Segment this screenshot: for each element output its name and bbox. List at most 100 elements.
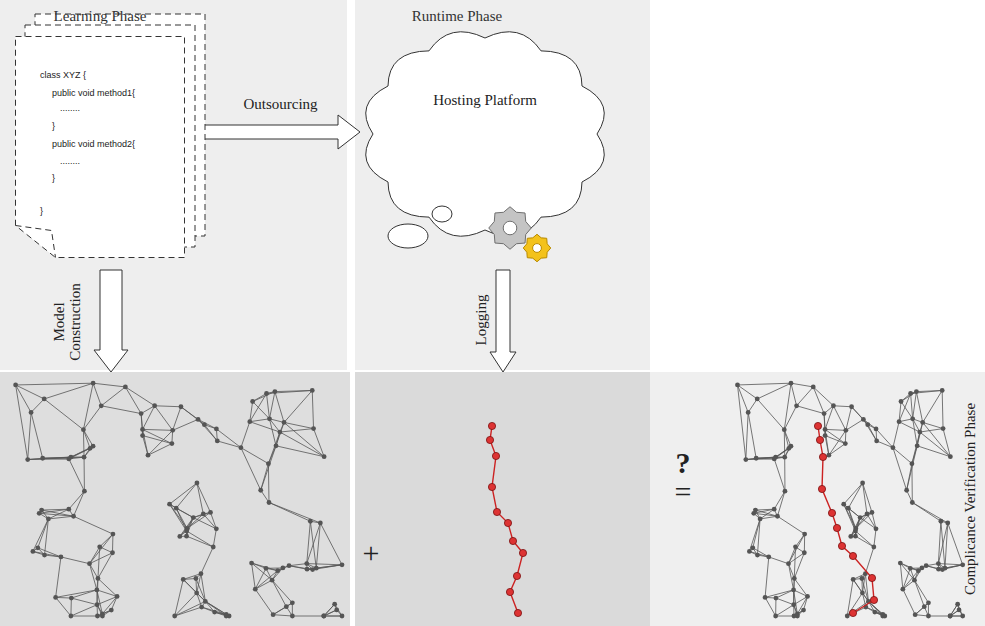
graph-vertex	[266, 461, 271, 466]
graph-edge	[292, 616, 323, 617]
graph-edge	[774, 491, 785, 509]
graph-edge	[846, 419, 864, 430]
graph-edge	[261, 446, 276, 490]
graph-vertex	[841, 502, 846, 507]
graph-edge	[320, 523, 342, 565]
graph-vertex	[270, 578, 275, 583]
graph-vertex	[758, 517, 763, 522]
graph-vertex	[754, 456, 759, 461]
graph-edge	[865, 574, 868, 602]
trace-point	[493, 508, 500, 515]
graph-vertex	[783, 489, 788, 494]
graph-edge	[804, 534, 805, 553]
graph-vertex	[763, 595, 768, 600]
graph-vertex	[191, 515, 196, 520]
graph-edge	[83, 406, 101, 430]
graph-edge	[945, 523, 948, 568]
graph-vertex	[95, 602, 100, 607]
code-document: class XYZ {public void method1{........}…	[15, 36, 185, 258]
trace-point	[513, 572, 520, 579]
graph-edge	[90, 564, 97, 590]
graph-vertex	[853, 534, 858, 539]
block-arrow	[185, 115, 360, 149]
graph-vertex	[874, 526, 879, 531]
graph-edge	[825, 429, 845, 443]
graph-edge	[844, 483, 863, 504]
network-graph	[13, 381, 344, 619]
graph-edge	[112, 534, 113, 553]
graph-vertex	[310, 567, 315, 572]
graph-edge	[825, 429, 846, 431]
gear-icon	[523, 234, 551, 262]
graph-edge	[844, 504, 860, 517]
graph-edge	[143, 406, 155, 430]
graph-vertex	[25, 457, 30, 462]
graph-vertex	[196, 417, 201, 422]
graph-vertex	[59, 555, 64, 560]
trace-point	[486, 436, 493, 443]
graph-vertex	[753, 508, 758, 513]
graph-edge	[187, 512, 210, 528]
graph-edge	[197, 483, 203, 514]
graph-edge	[201, 574, 205, 602]
graph-edge	[923, 422, 943, 428]
graph-vertex	[40, 456, 45, 461]
phase-title: Learning Phase	[54, 8, 147, 25]
code-line: ........	[60, 104, 80, 114]
graph-edge	[284, 422, 313, 428]
graph-edge	[284, 422, 324, 456]
graph-edge	[776, 605, 794, 616]
graph-edge	[784, 430, 791, 446]
graph-edge	[252, 563, 256, 589]
graph-vertex	[791, 602, 796, 607]
graph-edge	[255, 571, 277, 589]
graph-edge	[775, 598, 776, 616]
graph-vertex	[955, 602, 960, 607]
trace-point	[868, 574, 875, 581]
trace-point	[488, 483, 495, 490]
graph-vertex	[786, 561, 791, 566]
graph-vertex	[212, 610, 217, 615]
graph-edge	[69, 459, 85, 491]
graph-vertex	[822, 411, 827, 416]
graph-vertex	[899, 399, 904, 404]
graph-vertex	[805, 594, 810, 599]
graph-vertex	[264, 391, 269, 396]
graph-vertex	[253, 587, 258, 592]
graph-vertex	[199, 605, 204, 610]
graph-vertex	[71, 514, 76, 519]
graph-vertex	[845, 614, 850, 619]
graph-vertex	[170, 441, 175, 446]
graph-edge	[83, 430, 93, 446]
graph-vertex	[42, 553, 47, 558]
graph-edge	[193, 512, 210, 517]
graph-vertex	[66, 507, 71, 512]
graph-vertex	[782, 455, 787, 460]
graph-edge	[774, 448, 789, 459]
graph-vertex	[214, 526, 219, 531]
graph-edge	[899, 393, 911, 421]
graph-edge	[737, 383, 790, 385]
graph-edge	[56, 590, 97, 597]
graph-vertex	[140, 433, 145, 438]
graph-edge	[912, 502, 947, 522]
graph-vertex	[267, 500, 272, 505]
graph-vertex	[957, 607, 962, 612]
graph-edge	[316, 523, 320, 568]
gear-hole	[503, 221, 517, 235]
graph-edge	[893, 448, 907, 491]
gear-hole	[533, 244, 542, 253]
arrow-label: Model Construction	[52, 279, 84, 365]
graph-edge	[923, 390, 942, 422]
graph-vertex	[948, 614, 953, 619]
graph-edge	[275, 392, 284, 423]
graph-vertex	[872, 610, 877, 615]
graph-edge	[97, 590, 103, 614]
graph-edge	[856, 512, 872, 528]
graph-edge	[241, 448, 261, 491]
graph-vertex	[247, 419, 252, 424]
graph-edge	[56, 557, 61, 597]
graph-edge	[187, 531, 214, 547]
graph-edge	[31, 399, 44, 412]
